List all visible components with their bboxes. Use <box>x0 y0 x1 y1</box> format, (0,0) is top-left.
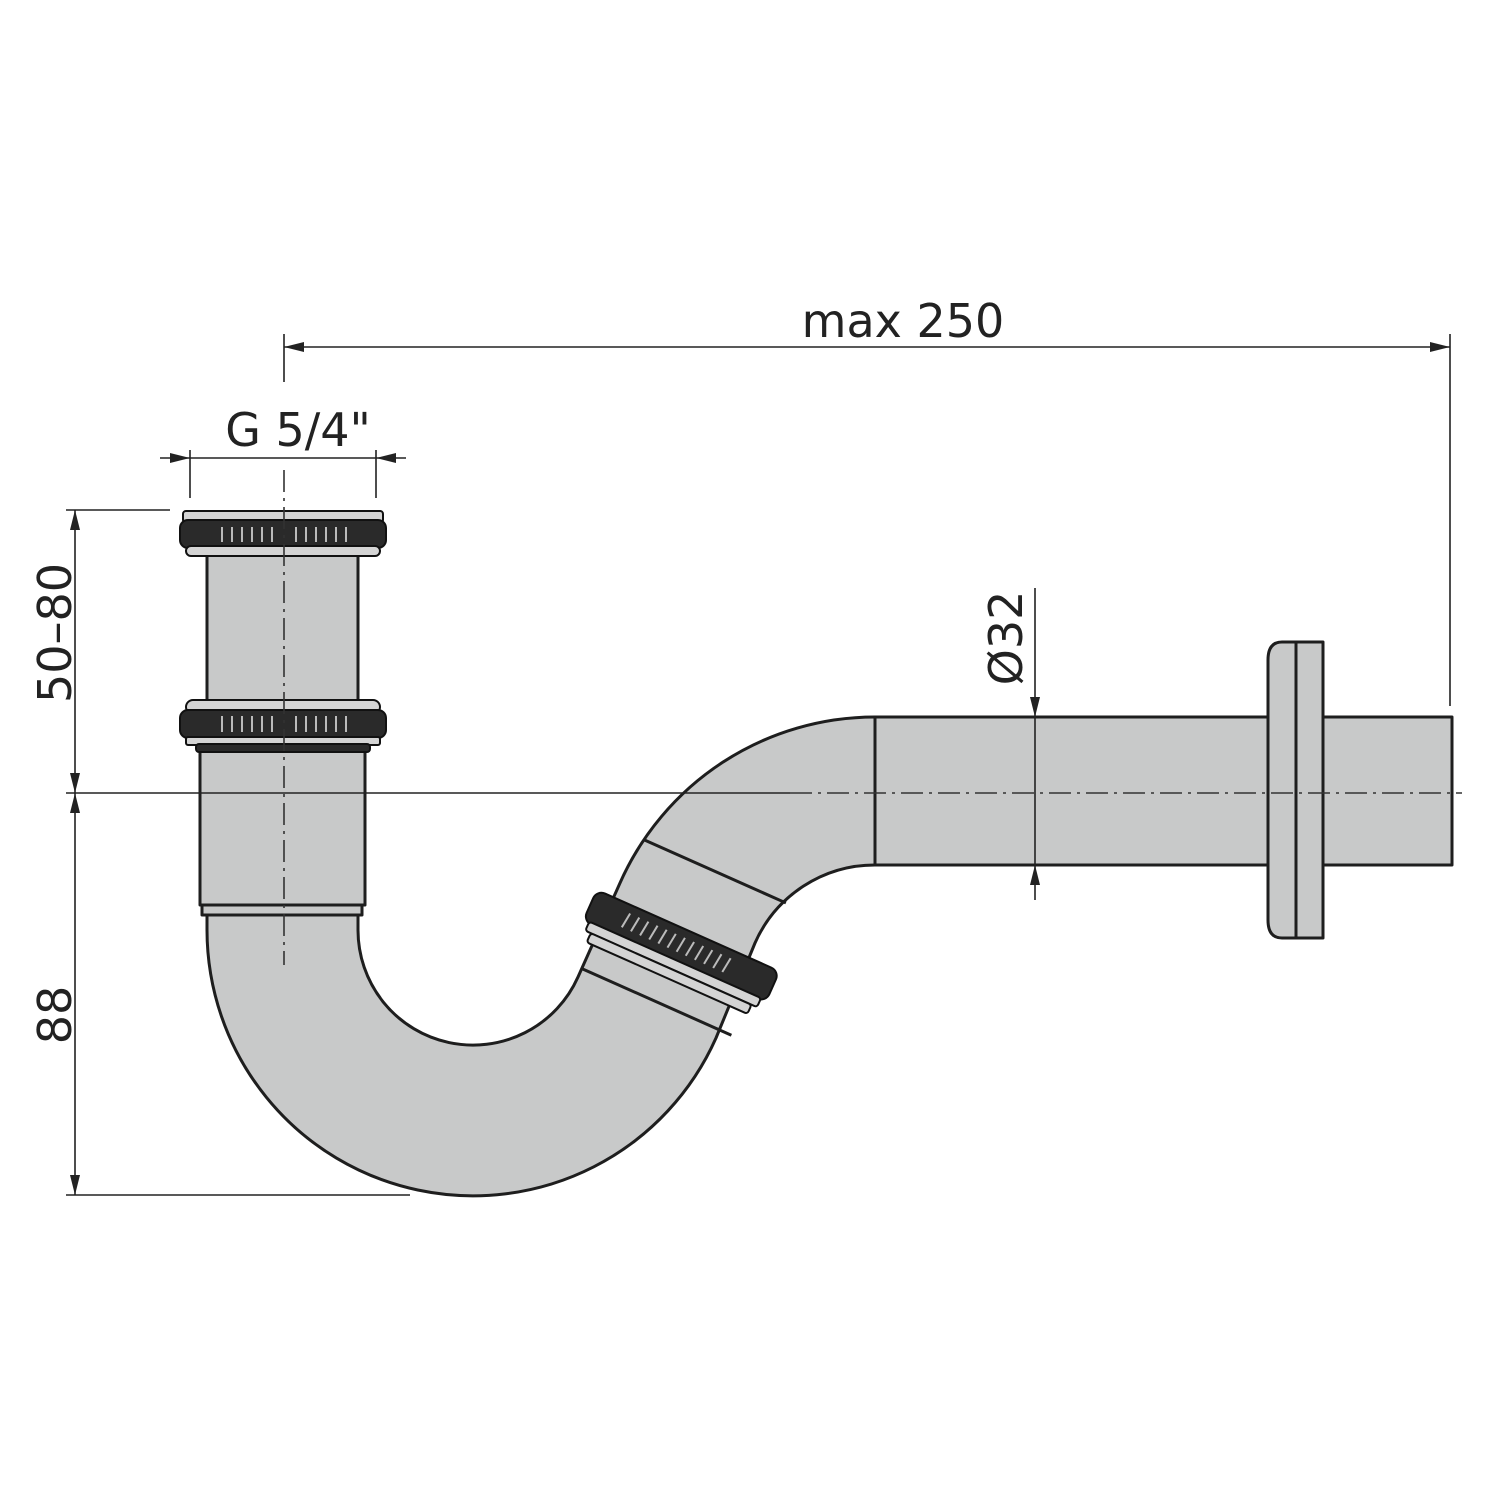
dimension-heights: 50–80 88 <box>28 509 790 1196</box>
tube-band <box>200 903 364 917</box>
lower-tube <box>198 748 367 907</box>
diameter-label: Ø32 <box>979 591 1033 686</box>
dimension-thread: G 5/4" <box>160 403 406 498</box>
trap-depth-label: 88 <box>28 986 82 1045</box>
upper-tube <box>205 546 360 704</box>
height-adjustment-label: 50–80 <box>28 563 82 703</box>
angled-nut <box>580 838 787 1037</box>
middle-nut <box>179 699 387 753</box>
dimension-overall-length: max 250 <box>283 294 1451 706</box>
trap-body <box>205 715 1454 1198</box>
top-nut <box>179 510 387 557</box>
wall-flange <box>1266 640 1325 940</box>
dimension-diameter: Ø32 <box>979 588 1040 900</box>
overall-length-label: max 250 <box>802 294 1005 348</box>
thread-size-label: G 5/4" <box>225 403 370 457</box>
